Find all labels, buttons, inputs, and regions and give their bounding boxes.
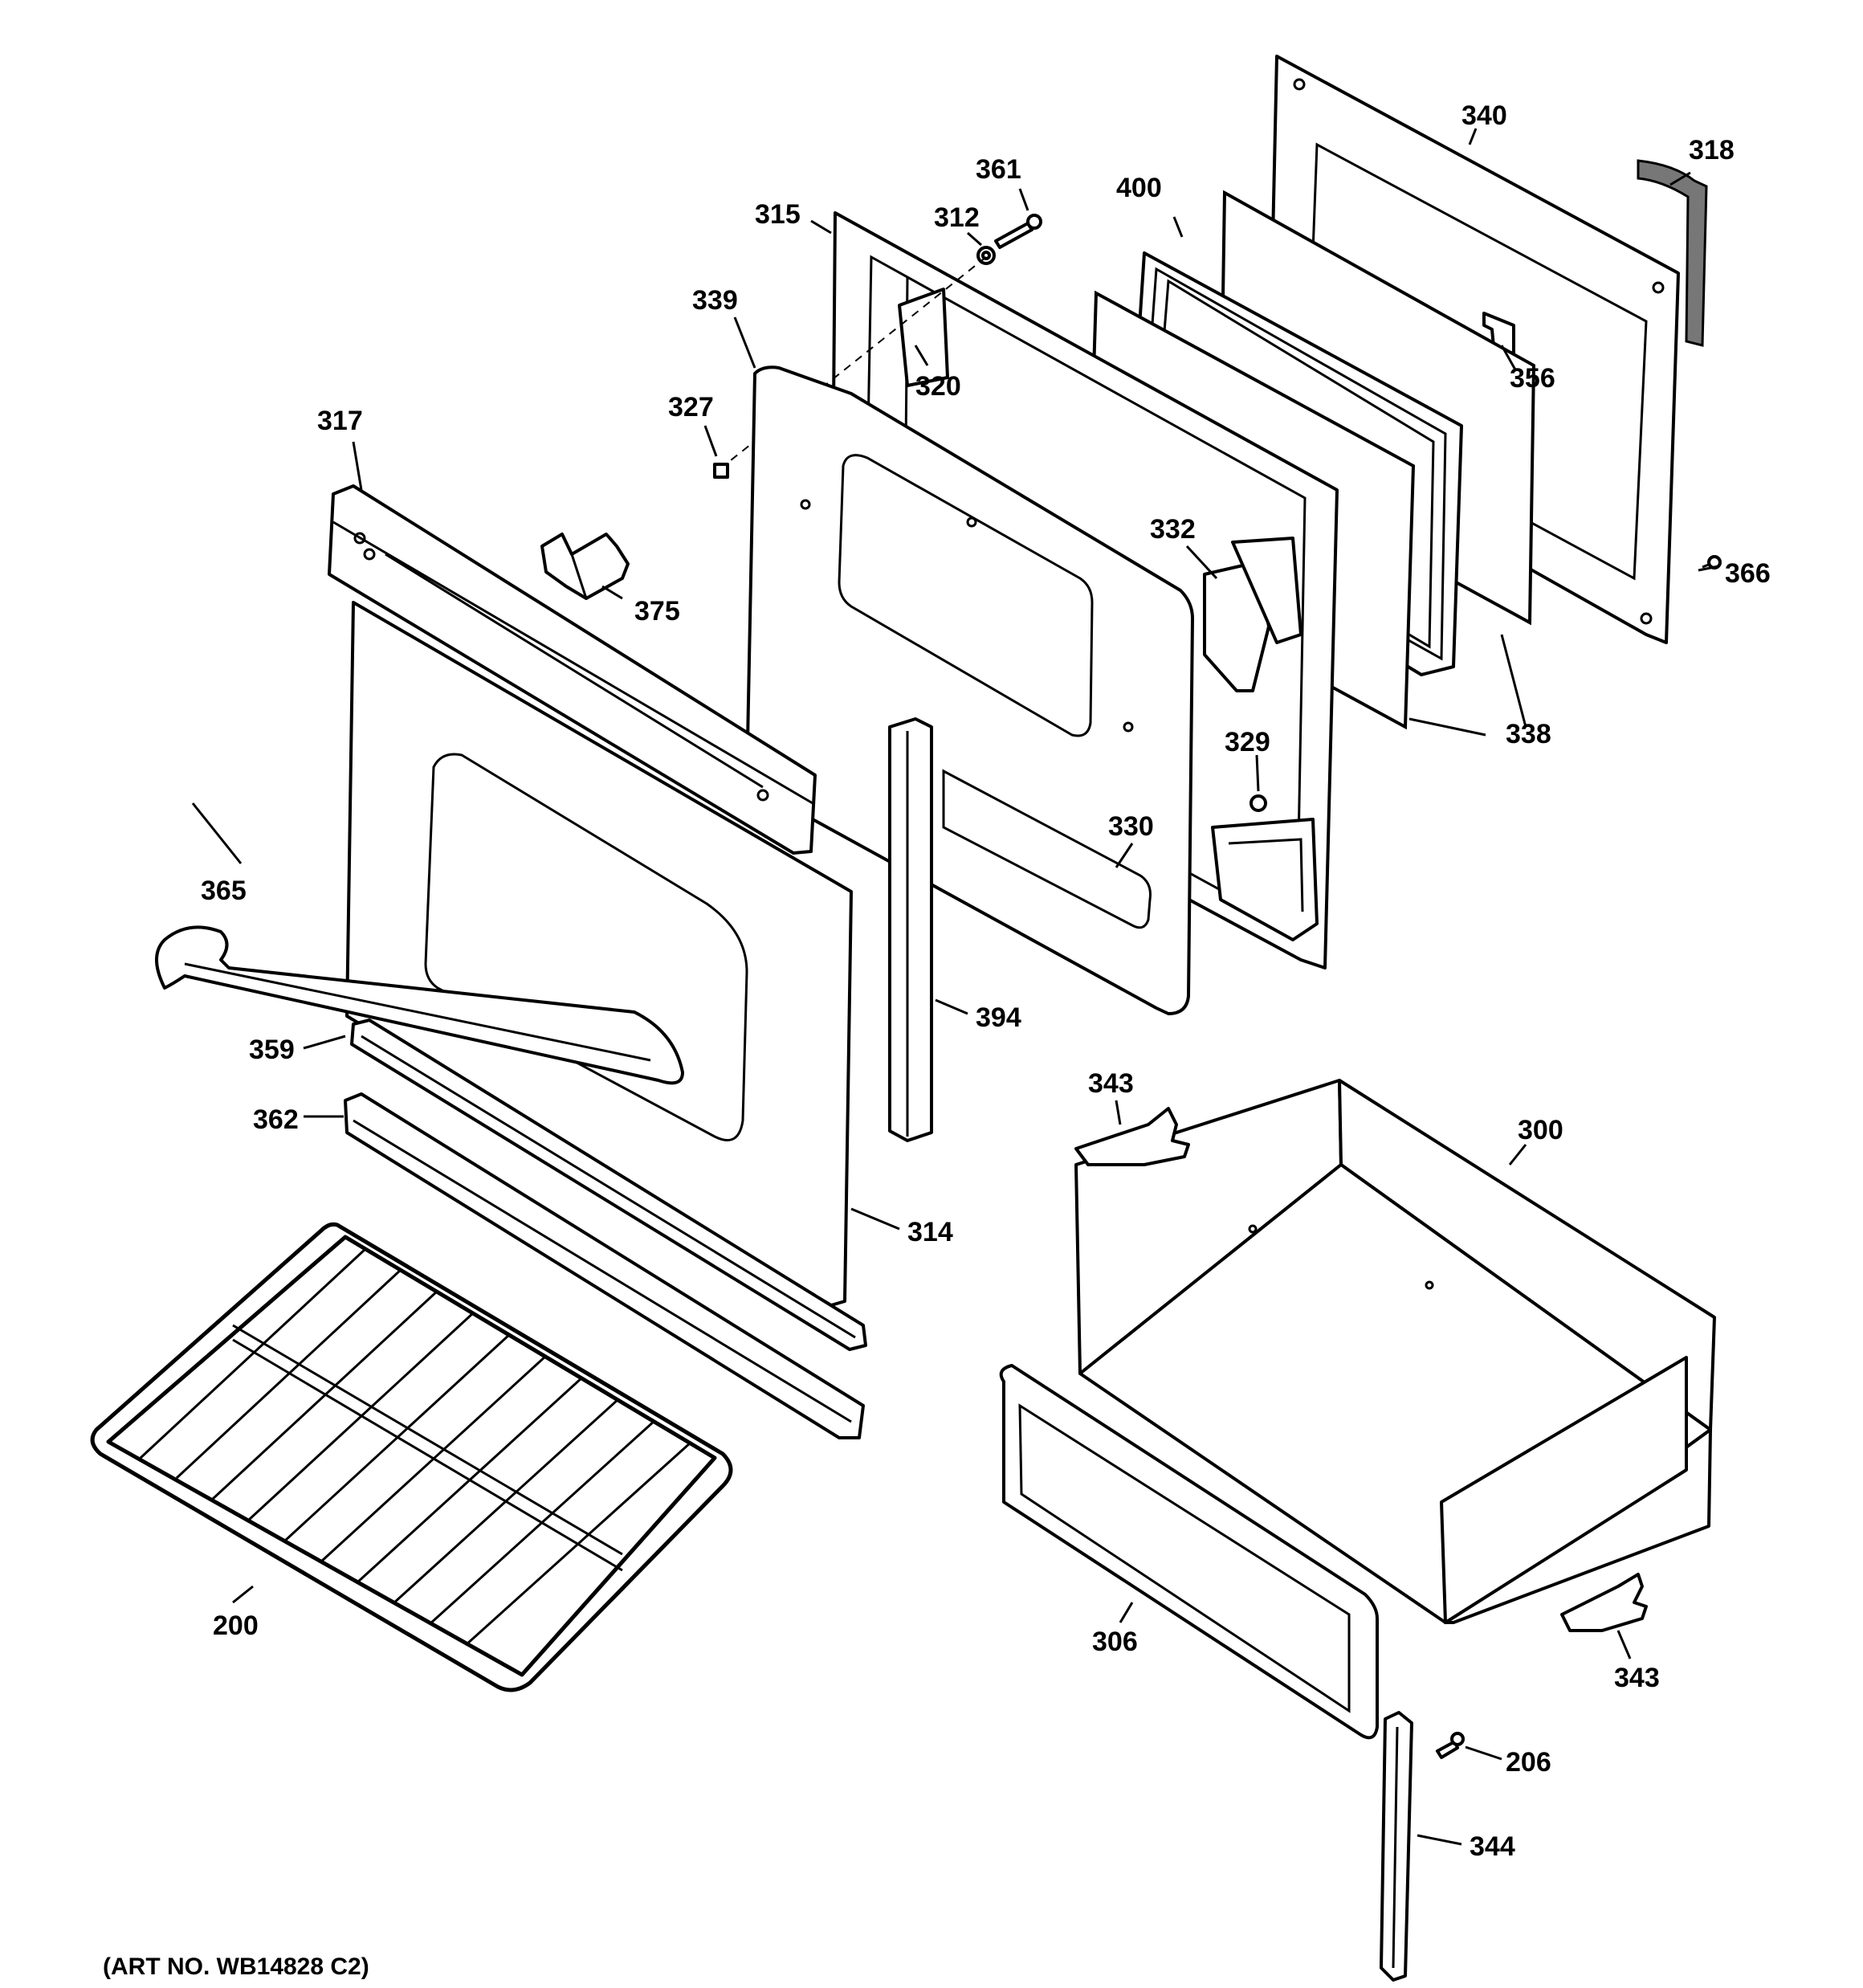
leader-lines [191,128,1719,1846]
part-327-nut[interactable] [713,463,729,479]
label-375: 375 [634,596,680,627]
label-338: 338 [1506,719,1551,749]
part-306-drawer-front[interactable] [999,1364,1379,1740]
art-number: (ART NO. WB14828 C2) [103,1953,369,1980]
door-hinge-lower [1211,818,1319,941]
part-329-screw[interactable] [1249,794,1267,812]
label-400: 400 [1116,173,1162,203]
label-312: 312 [934,202,980,233]
part-361-screw[interactable] [994,214,1042,249]
callout-labels: 340 318 400 361 312 315 339 327 317 320 … [201,100,1771,1862]
label-327: 327 [668,392,714,423]
label-366: 366 [1725,558,1771,589]
label-332: 332 [1150,514,1196,545]
label-343-lower: 343 [1614,1663,1660,1693]
part-206-screw[interactable] [1436,1732,1465,1759]
label-339: 339 [692,285,738,316]
label-361: 361 [976,154,1021,185]
label-344: 344 [1470,1831,1515,1862]
label-359: 359 [249,1035,295,1065]
part-343-drawer-glide-upper[interactable] [1074,1107,1190,1166]
label-340: 340 [1461,100,1507,131]
label-320: 320 [915,371,961,402]
part-362-door-bottom-channel[interactable] [344,1092,865,1439]
part-314-outer-door-panel[interactable] [345,601,853,1307]
part-375-bracket[interactable] [540,533,630,600]
part-318-gasket[interactable] [1637,159,1708,347]
part-332-vent-bracket[interactable] [1203,537,1302,692]
part-365-door-handle[interactable] [155,925,684,1085]
label-317: 317 [317,406,363,436]
label-362: 362 [253,1104,299,1135]
part-320-hinge[interactable] [898,288,949,387]
part-317-control-trim[interactable] [328,484,817,855]
label-365: 365 [201,876,247,906]
part-339-inner-door-panel[interactable] [745,365,1194,1015]
label-206: 206 [1506,1747,1551,1778]
part-343-drawer-glide-lower[interactable] [1560,1573,1648,1632]
label-315: 315 [755,199,801,230]
label-356: 356 [1510,363,1555,394]
part-359-door-bottom-trim[interactable] [350,1018,867,1351]
label-314: 314 [907,1217,953,1247]
label-318: 318 [1689,135,1735,165]
part-200-oven-rack[interactable] [90,1222,733,1692]
label-329: 329 [1225,727,1270,757]
rack-bars [139,1247,692,1647]
label-300: 300 [1518,1115,1563,1145]
part-394-door-insulation[interactable] [888,717,933,1142]
label-343-upper: 343 [1088,1068,1134,1099]
part-344-drawer-rail[interactable] [1380,1711,1413,1982]
label-200: 200 [213,1610,259,1641]
label-306: 306 [1092,1627,1138,1657]
label-330: 330 [1108,811,1154,842]
label-394: 394 [976,1002,1021,1033]
